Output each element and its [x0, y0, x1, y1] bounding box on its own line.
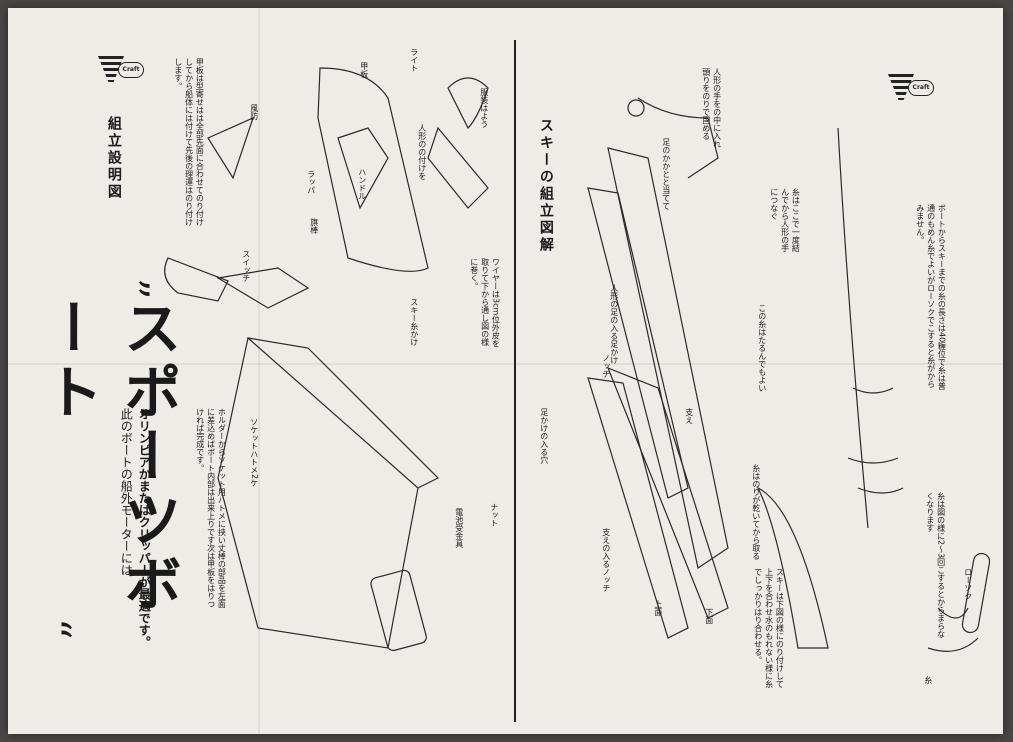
section-divider [514, 40, 516, 722]
label-socket: ソケットハトメ2ケ [249, 418, 259, 488]
label-foot-hook: 人形の足の入る足かけ [609, 284, 619, 364]
label-wind-note: 糸はのりが乾いてから取る [751, 464, 761, 560]
craft-logo-right: Craft [888, 68, 934, 108]
label-heel: 足のかかとと当てて [661, 138, 671, 210]
label-doll-hands: 人形の手をの中に入れ頭りをのりで固める [701, 68, 722, 148]
label-stand-note: 服装はよう [479, 88, 489, 128]
label-nut: ナット [489, 503, 499, 527]
label-bottom-face: 下面 [704, 608, 714, 624]
label-ski-hook: スキー糸かけ [409, 298, 419, 346]
boat-hull-drawing [217, 336, 419, 649]
ski-wrapped-drawing [756, 486, 829, 649]
intro-text: 此のボートの船外モーターには [119, 408, 134, 576]
instruction-sheet: Craft Craft スポーツボート “ ” 此のボートの船外モーターには オ… [8, 8, 1003, 734]
fold-line-horizontal [8, 363, 1003, 365]
label-battery-holder: 電池受金具 [454, 508, 464, 548]
water-line-drawing [837, 127, 869, 529]
label-deck: 甲板 [359, 62, 369, 78]
label-candle: ローソク [963, 568, 973, 600]
label-flagpole: 旗棒 [309, 218, 319, 234]
ski-bottom-drawing [587, 377, 689, 639]
page-title: スポーツボート [35, 298, 182, 618]
ski-top-drawing [607, 147, 729, 569]
label-wire-note: ワイヤーは3cm位外皮を取りて下から通し図の様に巻く。 [469, 258, 501, 348]
skier-drawing [637, 97, 719, 179]
fold-line-vertical [258, 8, 260, 734]
figure-top-drawing [447, 77, 489, 130]
label-notch-support: 支えの入るノッチ [601, 528, 611, 592]
motor-drawing [164, 257, 229, 302]
label-notch: ノッチ [601, 354, 611, 378]
label-boat-note: ボートからスキーまでの糸の長さは40糎位で糸は普通のもめん糸でよいがローソクでこ… [915, 204, 947, 391]
label-foot-hole: 足かけの入る穴 [539, 408, 549, 464]
title-quote-open: “ [30, 618, 80, 640]
label-slack-note: この糸はたるんでもよい [757, 304, 767, 392]
label-figure-note: 人形のの付けを [417, 124, 427, 180]
title-quote-close: ” [108, 278, 158, 300]
label-string-note: 糸はここで一度結んでから人形の手につなぐ [769, 188, 801, 252]
battery-drawing [370, 569, 427, 652]
assembly-heading: 組立設明図 [105, 116, 122, 201]
label-switch: スイッチ [241, 250, 251, 282]
label-ruppa: ラッパ [306, 170, 316, 194]
label-windshield: 風防 [249, 104, 259, 120]
label-handle: ハンドル [357, 168, 367, 200]
windshield-drawing [207, 116, 254, 180]
intro-text-motor: オリンピアかまたはクリッパーが最適です。 [137, 408, 152, 648]
ski-heading: スキーの組立図解 [537, 118, 554, 254]
label-thread: 糸 [923, 676, 933, 684]
craft-logo-left: Craft [98, 50, 144, 90]
illustrations [164, 67, 991, 652]
deck-note: 甲板は型寄せはは全部先面に合わせてのり付けしてから船体には付けて先後の理運はのり… [173, 58, 205, 226]
boat-deck-drawing [317, 67, 429, 272]
holder-note: ホルダーからソケット用ハトメに挟い丈棒の部品を左面に差込めばボート内部は出来上り… [195, 408, 227, 608]
label-wind-rule: 糸は図の様に2〜3回こするとからまらなくなります [925, 492, 946, 639]
label-ski-note: スキーは下図の様にのり付けして上下を合わせ水のもれない様に糸でしっかりはり合わせ… [753, 568, 785, 688]
label-light: ライト [409, 48, 419, 72]
candle-drawing [961, 552, 991, 634]
label-support: 支え [684, 408, 694, 424]
